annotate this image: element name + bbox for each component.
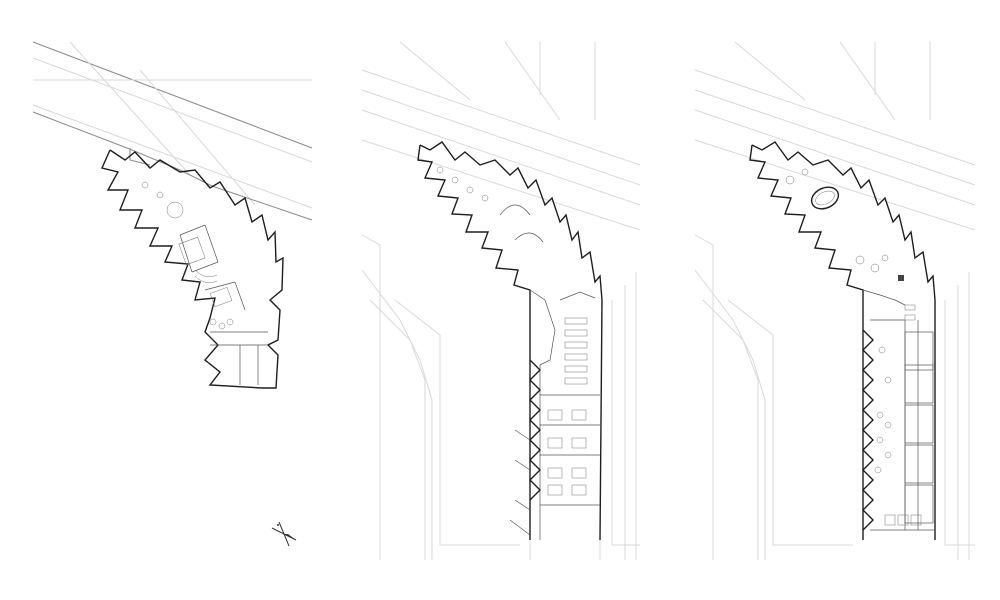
site-context-lines-3 bbox=[694, 41, 976, 560]
north-arrow-icon bbox=[271, 521, 297, 547]
furniture-layout-1 bbox=[141, 181, 234, 330]
building-outline-3 bbox=[749, 141, 936, 540]
site-context-lines-2 bbox=[361, 41, 641, 560]
furniture-layout-3 bbox=[785, 168, 922, 526]
site-context-lines-1 bbox=[32, 41, 313, 221]
building-facade-fins-2 bbox=[509, 359, 541, 536]
building-facade-fins-3 bbox=[862, 329, 874, 531]
furniture-layout-2 bbox=[436, 166, 588, 496]
building-outline-2 bbox=[417, 141, 603, 541]
building-outline-1 bbox=[101, 149, 284, 389]
